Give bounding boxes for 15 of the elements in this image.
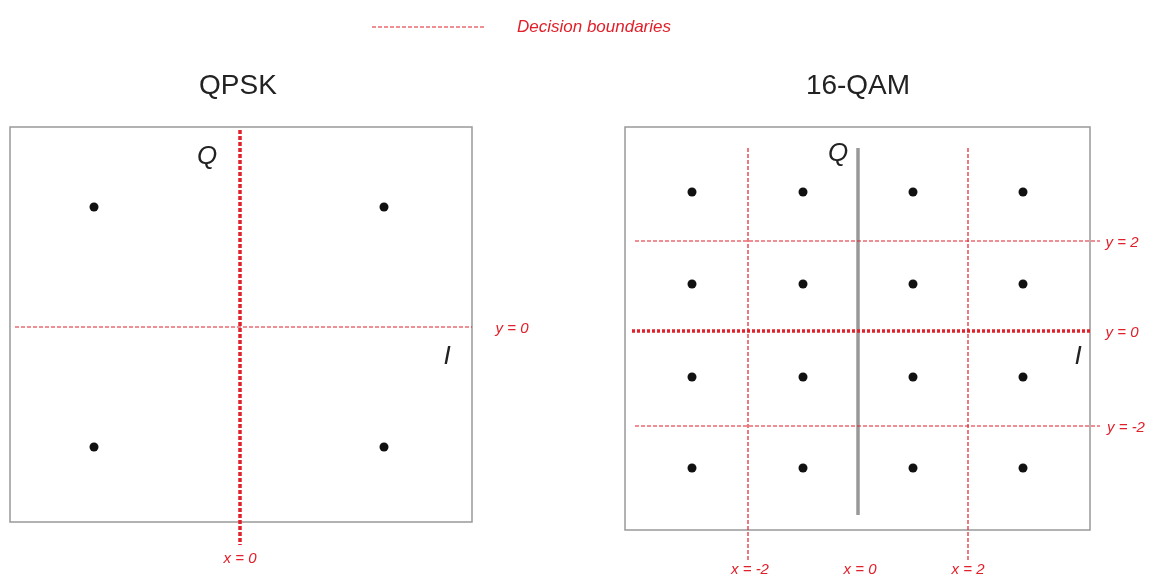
axis-label: I <box>1074 339 1082 371</box>
axis-label: I <box>443 339 451 371</box>
boundary-label: x = 0 <box>843 559 877 577</box>
legend-label: Decision boundaries <box>517 17 671 37</box>
boundary-label: y = 2 <box>1105 232 1139 250</box>
boundary-label: y = 0 <box>495 318 529 336</box>
boundary-label: x = 0 <box>223 548 257 566</box>
boundary-label: y = -2 <box>1107 417 1145 435</box>
panel-title: QPSK <box>199 69 277 101</box>
boundary-label: y = 0 <box>1105 322 1139 340</box>
panel-title: 16-QAM <box>805 69 911 101</box>
boundary-label: x = -2 <box>731 559 769 577</box>
axis-label: Q <box>196 139 218 171</box>
boundary-label: x = 2 <box>951 559 985 577</box>
axis-label: Q <box>827 136 849 168</box>
